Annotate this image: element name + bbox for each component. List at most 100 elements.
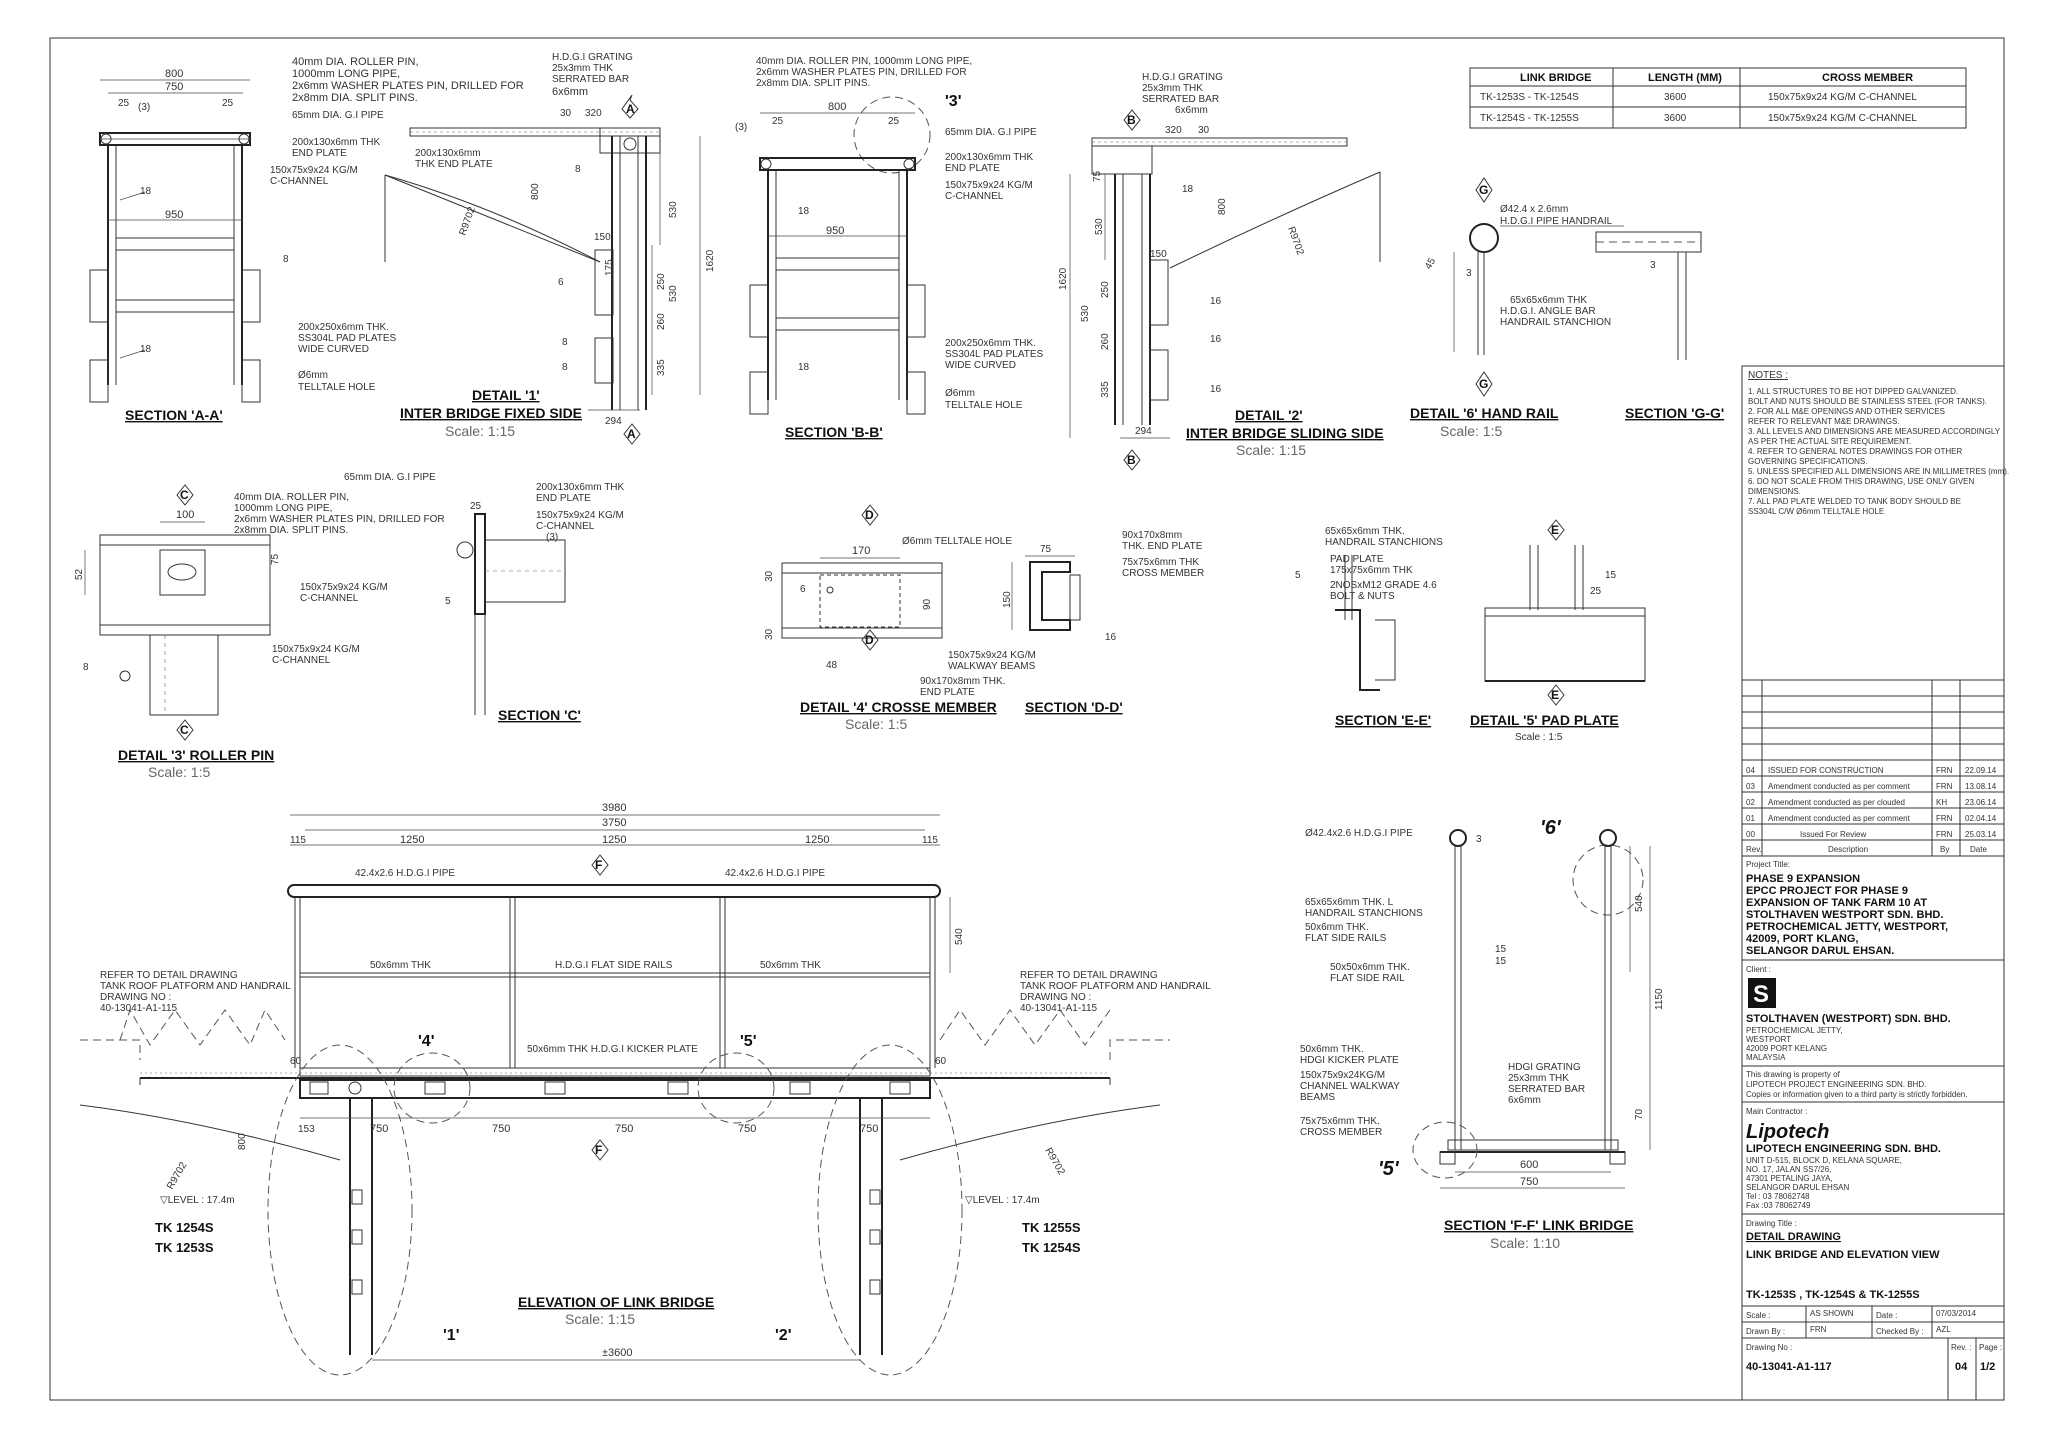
svg-text:800: 800 bbox=[165, 68, 183, 80]
svg-text:50x6mm THK H.D.G.I KICKER PLAT: 50x6mm THK H.D.G.I KICKER PLATE bbox=[527, 1044, 698, 1055]
svg-text:750: 750 bbox=[370, 1123, 388, 1135]
svg-text:PAD PLATE: PAD PLATE bbox=[1330, 554, 1384, 565]
svg-text:WESTPORT: WESTPORT bbox=[1746, 1035, 1791, 1044]
svg-text:8: 8 bbox=[562, 362, 568, 373]
revision-row: 01 Amendment conducted as per comment FR… bbox=[1746, 814, 1997, 823]
svg-text:750: 750 bbox=[738, 1123, 756, 1135]
svg-text:Ø6mm: Ø6mm bbox=[298, 370, 328, 381]
svg-text:200x130x6mm THK: 200x130x6mm THK bbox=[292, 137, 381, 148]
svg-text:STOLTHAVEN (WESTPORT) SDN. BHD: STOLTHAVEN (WESTPORT) SDN. BHD. bbox=[1746, 1013, 1951, 1025]
svg-text:115: 115 bbox=[290, 835, 306, 846]
svg-text:6x6mm: 6x6mm bbox=[1508, 1095, 1541, 1106]
svg-text:PHASE 9 EXPANSION: PHASE 9 EXPANSION bbox=[1746, 873, 1860, 885]
svg-text:75: 75 bbox=[1092, 170, 1103, 182]
svg-text:42.4x2.6 H.D.G.I PIPE: 42.4x2.6 H.D.G.I PIPE bbox=[725, 868, 825, 879]
svg-text:16: 16 bbox=[1210, 384, 1222, 395]
svg-text:6: 6 bbox=[558, 277, 564, 288]
svg-text:90x170x8mm THK.: 90x170x8mm THK. bbox=[920, 676, 1005, 687]
section-ff-title: SECTION 'F-F' LINK BRIDGE bbox=[1444, 1217, 1633, 1233]
detail-6-handrail: G Ø42.4 x 2.6mm H.D.G.I PIPE HANDRAIL 65… bbox=[1410, 177, 1624, 439]
svg-text:C: C bbox=[180, 723, 189, 737]
svg-text:65x65x6mm THK.: 65x65x6mm THK. bbox=[1325, 526, 1405, 537]
svg-text:INTER BRIDGE SLIDING SIDE: INTER BRIDGE SLIDING SIDE bbox=[1186, 425, 1384, 441]
svg-text:1000mm LONG PIPE,: 1000mm LONG PIPE, bbox=[234, 503, 332, 514]
svg-text:D: D bbox=[865, 508, 874, 522]
svg-text:02.04.14: 02.04.14 bbox=[1965, 814, 1997, 823]
svg-text:Ø42.4 x 2.6mm: Ø42.4 x 2.6mm bbox=[1500, 204, 1568, 215]
svg-text:16: 16 bbox=[1210, 334, 1222, 345]
schedule-header: LINK BRIDGE bbox=[1520, 72, 1592, 84]
svg-text:5: 5 bbox=[1295, 570, 1301, 581]
svg-text:Project Title:: Project Title: bbox=[1746, 860, 1790, 869]
svg-text:25x3mm THK: 25x3mm THK bbox=[1142, 83, 1203, 94]
svg-text:SERRATED BAR: SERRATED BAR bbox=[1508, 1084, 1585, 1095]
svg-text:CHANNEL WALKWAY: CHANNEL WALKWAY bbox=[1300, 1081, 1400, 1092]
svg-text:150x75x9x24 KG/M: 150x75x9x24 KG/M bbox=[945, 180, 1033, 191]
svg-text:Rev.: Rev. bbox=[1746, 845, 1762, 854]
svg-text:'2': '2' bbox=[775, 1327, 792, 1344]
schedule-cell: 150x75x9x24 KG/M C-CHANNEL bbox=[1768, 92, 1917, 103]
svg-text:TK 1254S: TK 1254S bbox=[155, 1220, 214, 1235]
svg-text:FLAT SIDE RAILS: FLAT SIDE RAILS bbox=[1305, 933, 1387, 944]
svg-text:AS PER THE ACTUAL SITE REQUIRE: AS PER THE ACTUAL SITE REQUIREMENT. bbox=[1748, 437, 1911, 446]
svg-text:750: 750 bbox=[165, 81, 183, 93]
svg-text:LIPOTECH PROJECT ENGINEERING S: LIPOTECH PROJECT ENGINEERING SDN. BHD. bbox=[1746, 1080, 1926, 1089]
general-notes: NOTES : 1. ALL STRUCTURES TO BE HOT DIPP… bbox=[1741, 365, 2009, 1401]
section-c-title: SECTION 'C' bbox=[498, 707, 581, 723]
svg-text:AZL: AZL bbox=[1936, 1325, 1951, 1334]
svg-text:30: 30 bbox=[764, 628, 775, 640]
svg-text:6x6mm: 6x6mm bbox=[1175, 105, 1208, 116]
svg-text:750: 750 bbox=[860, 1123, 878, 1135]
svg-text:02: 02 bbox=[1746, 798, 1755, 807]
svg-text:25: 25 bbox=[772, 116, 784, 127]
revision-row: 00 Issued For Review FRN 25.03.14 bbox=[1746, 830, 1997, 839]
svg-text:FLAT SIDE RAIL: FLAT SIDE RAIL bbox=[1330, 973, 1405, 984]
svg-text:Scale: 1:15: Scale: 1:15 bbox=[445, 423, 515, 439]
svg-text:INTER BRIDGE FIXED SIDE: INTER BRIDGE FIXED SIDE bbox=[400, 405, 582, 421]
svg-text:530: 530 bbox=[1094, 218, 1105, 235]
svg-text:60: 60 bbox=[290, 1056, 302, 1067]
svg-text:MALAYSIA: MALAYSIA bbox=[1746, 1053, 1786, 1062]
svg-text:13.08.14: 13.08.14 bbox=[1965, 782, 1997, 791]
svg-text:A: A bbox=[627, 427, 636, 441]
svg-text:5: 5 bbox=[445, 596, 451, 607]
svg-text:END PLATE: END PLATE bbox=[536, 493, 591, 504]
svg-text:175x75x6mm THK: 175x75x6mm THK bbox=[1330, 565, 1413, 576]
svg-text:Drawing Title :: Drawing Title : bbox=[1746, 1219, 1797, 1228]
svg-text:Drawing No :: Drawing No : bbox=[1746, 1343, 1792, 1352]
svg-text:By: By bbox=[1940, 845, 1949, 854]
svg-text:150x75x9x24 KG/M: 150x75x9x24 KG/M bbox=[948, 650, 1036, 661]
svg-text:(3): (3) bbox=[138, 102, 150, 113]
svg-text:170: 170 bbox=[852, 545, 870, 557]
svg-text:H.D.G.I GRATING: H.D.G.I GRATING bbox=[1142, 72, 1223, 83]
svg-text:50x50x6mm THK.: 50x50x6mm THK. bbox=[1330, 962, 1410, 973]
section-c: 65mm DIA. G.I PIPE 200x130x6mm THK END P… bbox=[344, 472, 625, 723]
svg-text:40-13041-A1-115: 40-13041-A1-115 bbox=[100, 1003, 178, 1014]
svg-text:750: 750 bbox=[492, 1123, 510, 1135]
svg-text:TELLTALE HOLE: TELLTALE HOLE bbox=[298, 382, 376, 393]
svg-text:65mm DIA. G.I PIPE: 65mm DIA. G.I PIPE bbox=[292, 110, 384, 121]
svg-text:48: 48 bbox=[826, 660, 838, 671]
svg-text:15: 15 bbox=[1495, 956, 1507, 967]
svg-text:04: 04 bbox=[1746, 766, 1755, 775]
svg-text:200x130x6mm THK: 200x130x6mm THK bbox=[945, 152, 1034, 163]
detail-2: H.D.G.I GRATING 25x3mm THK SERRATED BAR … bbox=[1058, 72, 1384, 471]
svg-text:18: 18 bbox=[798, 206, 810, 217]
svg-text:F: F bbox=[595, 1143, 602, 1157]
svg-text:REFER TO RELEVANT M&E DRAWINGS: REFER TO RELEVANT M&E DRAWINGS. bbox=[1748, 417, 1900, 426]
section-aa-title: SECTION 'A-A' bbox=[125, 407, 223, 423]
svg-text:S: S bbox=[1753, 981, 1769, 1008]
svg-text:25: 25 bbox=[470, 501, 482, 512]
schedule-header: CROSS MEMBER bbox=[1822, 72, 1913, 84]
svg-text:UNIT D-515, BLOCK D, KELANA SQ: UNIT D-515, BLOCK D, KELANA SQUARE, bbox=[1746, 1156, 1902, 1165]
svg-text:Amendment conducted as per clo: Amendment conducted as per clouded bbox=[1768, 798, 1905, 807]
svg-text:100: 100 bbox=[176, 509, 194, 521]
section-dd: 90x170x8mm THK. END PLATE 75x75x6mm THK … bbox=[1002, 530, 1204, 715]
svg-text:1/2: 1/2 bbox=[1980, 1361, 1995, 1373]
svg-text:42009, PORT KLANG,: 42009, PORT KLANG, bbox=[1746, 933, 1858, 945]
svg-text:(3): (3) bbox=[546, 532, 558, 543]
detail-4-title: DETAIL '4' CROSSE MEMBER bbox=[800, 699, 997, 715]
svg-text:800: 800 bbox=[828, 101, 846, 113]
svg-text:335: 335 bbox=[1100, 381, 1111, 398]
section-ff: '6' Ø42.4x2.6 H.D.G.I PIPE 3 65x65x6mm T… bbox=[1300, 817, 1665, 1251]
